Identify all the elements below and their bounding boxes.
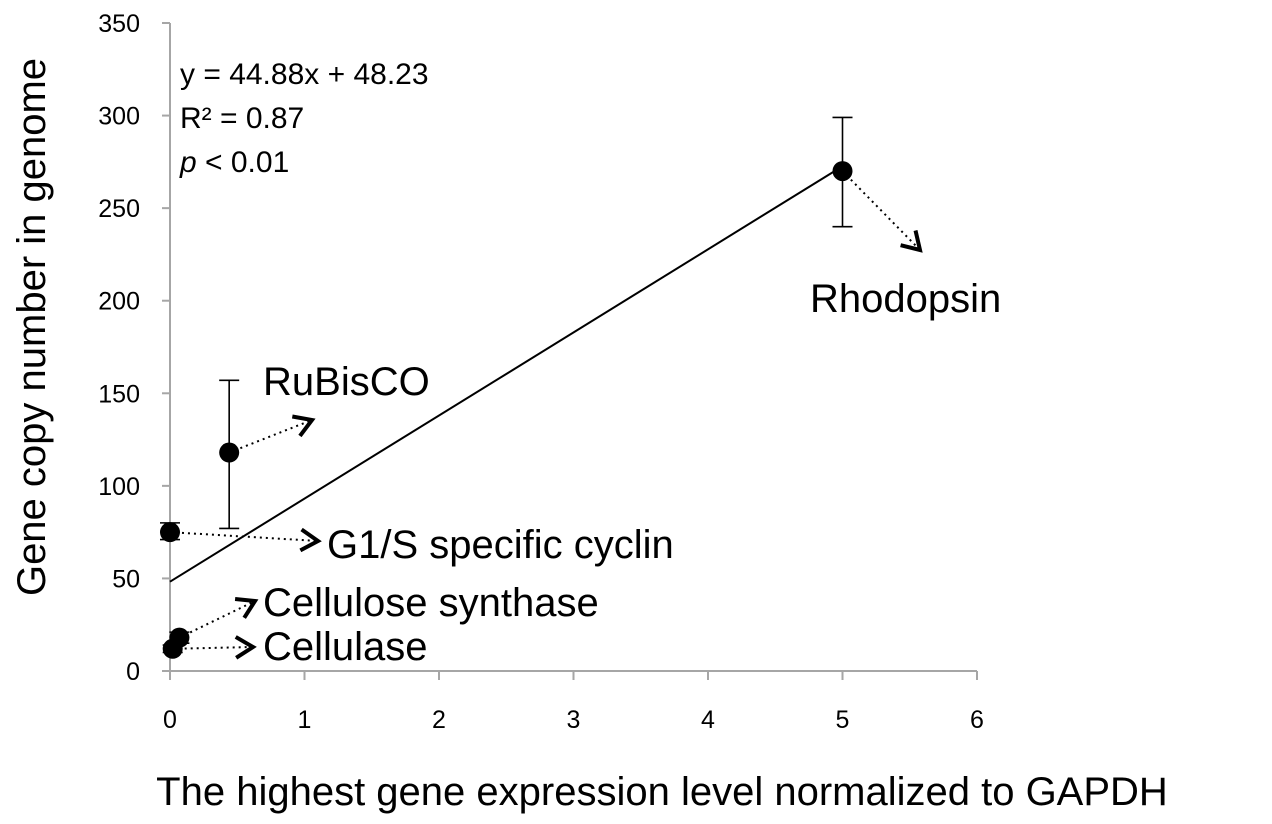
y-tick-label: 150 — [98, 380, 140, 408]
y-tick-label: 200 — [98, 288, 140, 316]
callout-line — [172, 646, 254, 650]
p-symbol: p — [179, 146, 197, 179]
x-tick-label: 1 — [298, 706, 312, 734]
y-axis-title: Gene copy number in genome — [10, 58, 54, 596]
callout-arrowhead — [900, 230, 923, 253]
callout-arrowhead — [299, 527, 322, 553]
x-tick-label: 2 — [432, 706, 446, 734]
x-tick-label: 5 — [836, 706, 850, 734]
callout-line — [228, 419, 313, 454]
r-squared-label: R² = 0.87 — [180, 102, 304, 135]
callout-arrowhead — [234, 597, 259, 619]
y-tick-label: 350 — [98, 10, 140, 38]
trendline — [169, 165, 844, 583]
point-label: Cellulose synthase — [263, 581, 599, 625]
axes: 0 50 100 150 200 250 300 350 0 1 2 3 4 5 6 — [98, 10, 984, 734]
p-value-label: p < 0.01 — [179, 146, 289, 179]
callout-arrowhead — [291, 414, 316, 438]
callout-line — [841, 170, 921, 251]
callout-line — [178, 600, 256, 639]
point-label: G1/S specific cyclin — [327, 523, 674, 567]
regression-equation: y = 44.88x + 48.23 — [180, 58, 429, 91]
y-tick-label: 0 — [126, 658, 140, 686]
y-tick-label: 250 — [98, 195, 140, 223]
point-label: Rhodopsin — [810, 277, 1001, 321]
y-tick-label: 300 — [98, 103, 140, 131]
x-tick-label: 4 — [701, 706, 715, 734]
point-label: Cellulase — [263, 625, 428, 669]
y-tick-label: 50 — [112, 565, 140, 593]
x-tick-label: 0 — [163, 706, 177, 734]
point-label: RuBisCO — [263, 360, 430, 404]
callout-arrowhead — [234, 635, 257, 660]
callout-line — [169, 531, 319, 542]
x-tick-label: 6 — [970, 706, 984, 734]
x-axis-title: The highest gene expression level normal… — [156, 770, 1168, 814]
p-value-text: < 0.01 — [197, 146, 290, 179]
x-tick-label: 3 — [567, 706, 581, 734]
y-tick-label: 100 — [98, 473, 140, 501]
trendline-group — [169, 165, 844, 583]
